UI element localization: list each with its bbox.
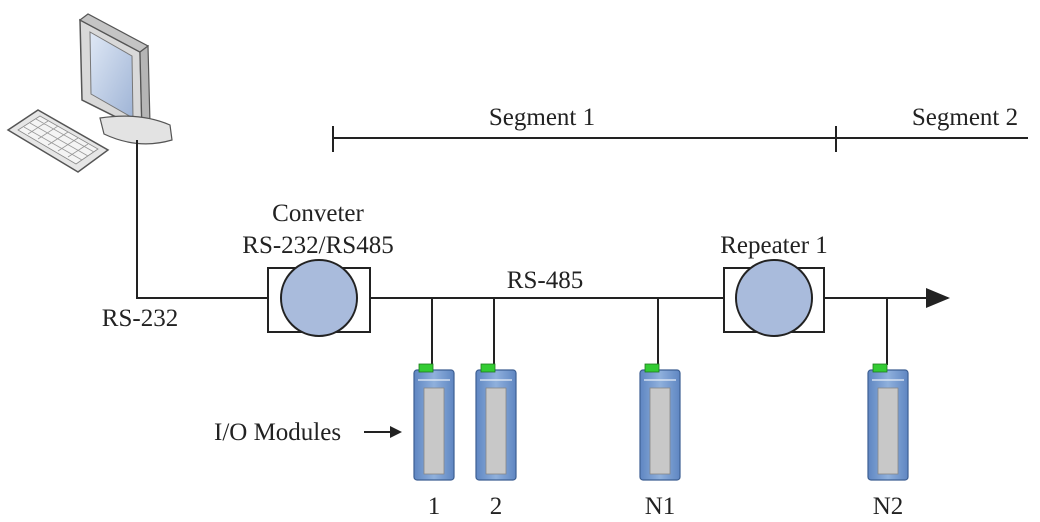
io-modules-label: I/O Modules — [214, 419, 341, 446]
module-label-n1: N1 — [645, 493, 676, 520]
converter-label-line2: RS-232/RS485 — [242, 232, 393, 259]
module-label-1: 1 — [428, 493, 441, 520]
segment-1-label: Segment 1 — [489, 104, 595, 131]
rs232-label: RS-232 — [102, 305, 178, 332]
io-module-1 — [413, 363, 455, 481]
repeater-label: Repeater 1 — [720, 232, 828, 259]
computer-monitor-icon — [78, 13, 173, 145]
repeater-device — [723, 259, 825, 337]
converter-label-line1: Conveter — [272, 200, 364, 227]
module-label-2: 2 — [490, 493, 503, 520]
module-label-n2: N2 — [873, 493, 904, 520]
computer-icon — [6, 13, 173, 173]
segment-2-label: Segment 2 — [912, 104, 1018, 131]
io-module-n2 — [867, 363, 909, 481]
keyboard-icon — [6, 109, 110, 173]
segment-ruler — [332, 126, 1028, 152]
rs485-label: RS-485 — [507, 267, 583, 294]
converter-device — [267, 259, 371, 337]
io-module-n1 — [639, 363, 681, 481]
io-modules-arrow — [364, 426, 402, 438]
io-module-2 — [475, 363, 517, 481]
rs232-cable — [136, 140, 268, 299]
